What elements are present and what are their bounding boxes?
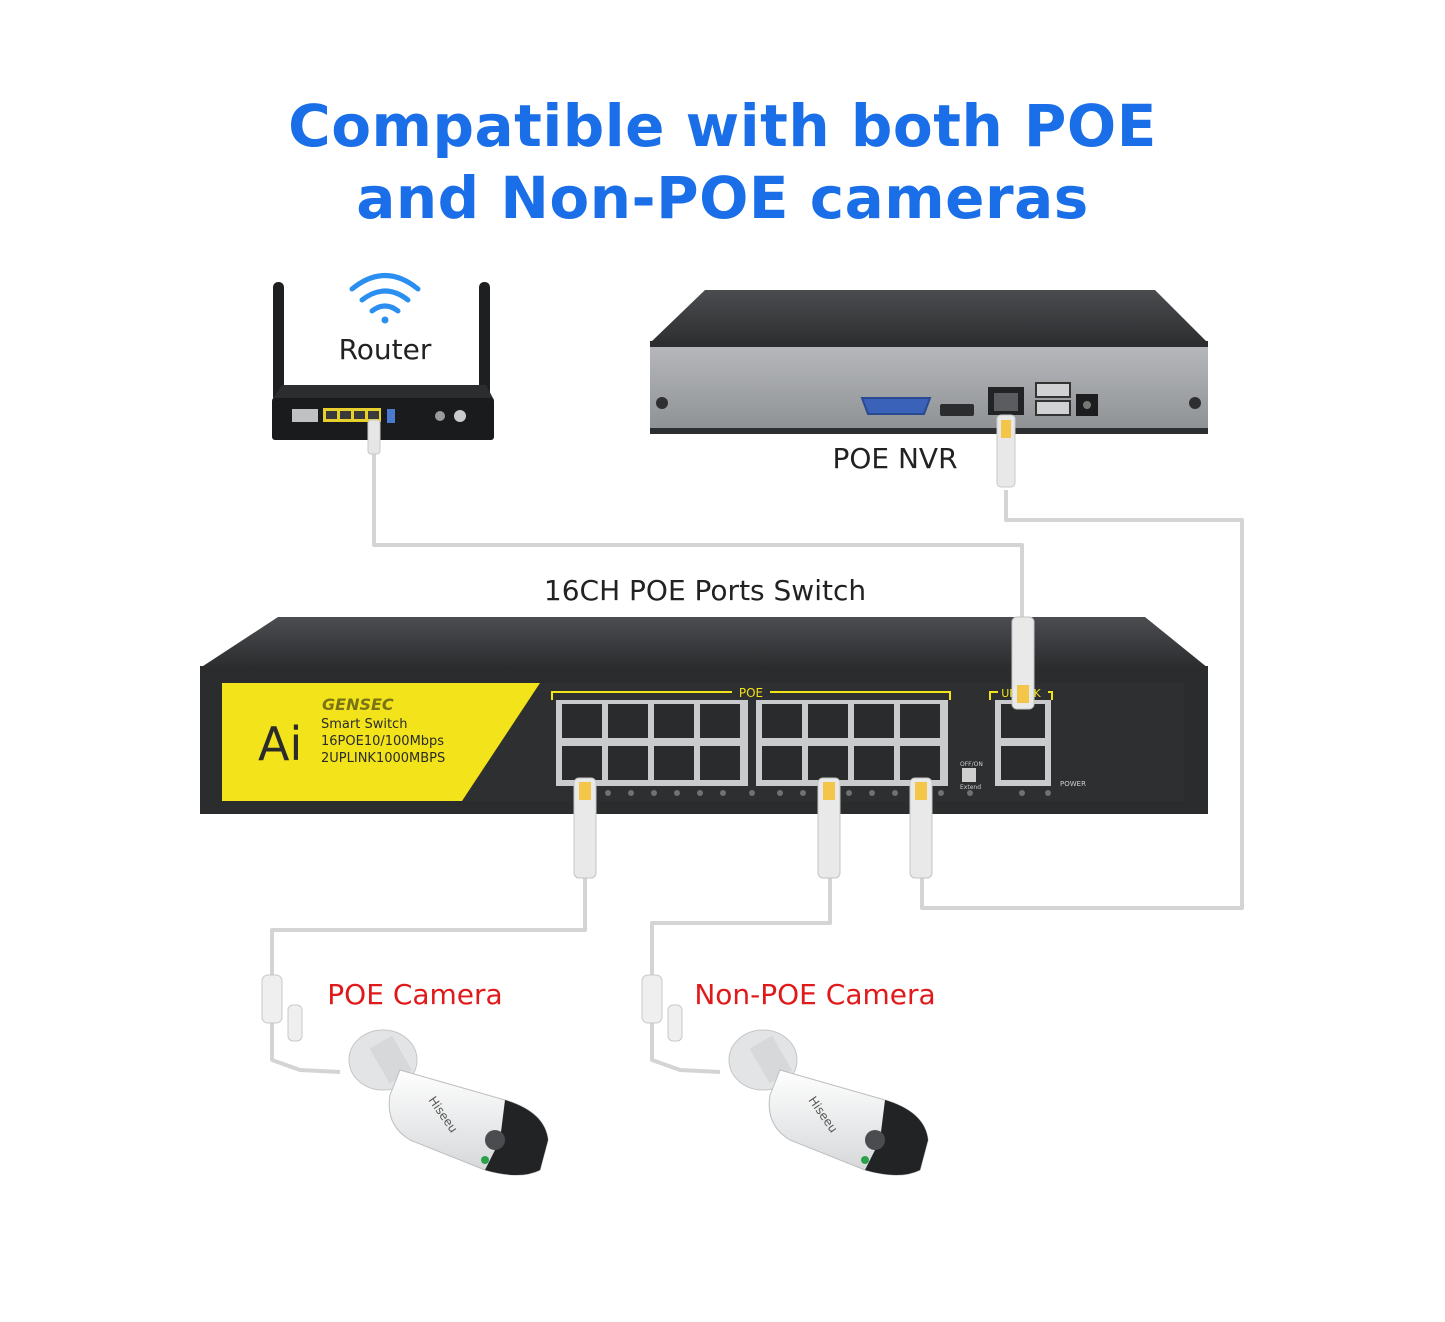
- ethernet-ports: [562, 704, 1045, 780]
- poe-port-1[interactable]: [562, 704, 602, 738]
- poe-port-2[interactable]: [608, 704, 648, 738]
- router-antenna-left: [273, 282, 284, 402]
- poe-port-9[interactable]: [562, 746, 602, 780]
- switch-model-line-3: 2UPLINK1000MBPS: [321, 751, 445, 766]
- wifi-icon: [349, 273, 421, 324]
- router-label: Router: [339, 333, 432, 366]
- cables: [270, 450, 1244, 1074]
- title-line-2: and Non-POE cameras: [356, 164, 1089, 232]
- poe-port-6[interactable]: [808, 704, 848, 738]
- poe-port-8[interactable]: [900, 704, 940, 738]
- non-poe-camera-label: Non-POE Camera: [694, 978, 935, 1011]
- poe-port-10[interactable]: [608, 746, 648, 780]
- power-label: POWER: [1060, 780, 1086, 788]
- cable-poe-camera-tail: [270, 1020, 341, 1074]
- nvr-label: POE NVR: [832, 442, 957, 475]
- switch-brand: GENSEC: [322, 695, 394, 714]
- dip-label-bottom: Extend: [960, 784, 981, 791]
- cable-nvr-to-switch-poe: [920, 490, 1244, 910]
- uplink-port-2[interactable]: [1001, 746, 1045, 780]
- nvr-device: [650, 290, 1208, 488]
- switch-model-line-2: 16POE10/100Mbps: [321, 734, 444, 749]
- cable-router-to-switch-uplink: [372, 450, 1024, 625]
- poe-port-5[interactable]: [762, 704, 802, 738]
- dip-switch[interactable]: [962, 768, 976, 782]
- switch-logo: Ai: [258, 717, 302, 771]
- nvr-front-panel: [650, 341, 1208, 434]
- switch-model-line-1: Smart Switch: [321, 717, 407, 732]
- poe-camera: Hiseeu: [261, 974, 549, 1176]
- poe-port-13[interactable]: [762, 746, 802, 780]
- router-antenna-right: [479, 282, 490, 402]
- poe-group-label: POE: [739, 686, 763, 700]
- switch-label: 16CH POE Ports Switch: [544, 574, 866, 607]
- poe-port-14[interactable]: [808, 746, 848, 780]
- dip-label-top: OFF/ON: [960, 761, 983, 768]
- switch-device: Ai GENSEC Smart Switch 16POE10/100Mbps 2…: [200, 616, 1208, 879]
- uplink-port-1[interactable]: [1001, 704, 1045, 738]
- poe-camera-label: POE Camera: [327, 978, 502, 1011]
- cable-switch-to-non-poe-camera: [650, 878, 832, 975]
- cable-switch-to-poe-camera: [270, 878, 587, 975]
- poe-port-16[interactable]: [900, 746, 940, 780]
- poe-port-12[interactable]: [700, 746, 740, 780]
- router-device: [272, 273, 494, 455]
- poe-port-15[interactable]: [854, 746, 894, 780]
- poe-port-7[interactable]: [854, 704, 894, 738]
- poe-port-11[interactable]: [654, 746, 694, 780]
- poe-port-4[interactable]: [700, 704, 740, 738]
- page-title: Compatible with both POE and Non-POE cam…: [0, 90, 1445, 234]
- cable-non-poe-camera-tail: [650, 1020, 721, 1074]
- poe-port-3[interactable]: [654, 704, 694, 738]
- non-poe-camera: Hiseeu: [641, 974, 929, 1176]
- title-line-1: Compatible with both POE: [288, 92, 1157, 160]
